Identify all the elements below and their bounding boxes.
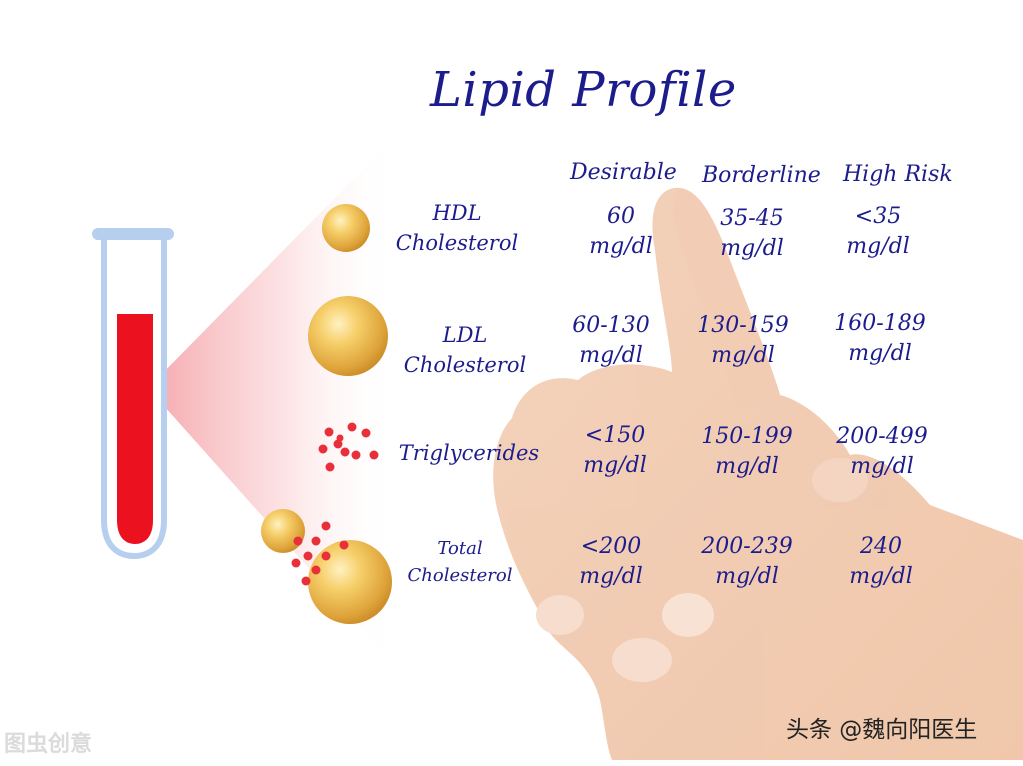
column-header-high-risk: High Risk bbox=[843, 162, 953, 187]
watermark-author: 头条 @魏向阳医生 bbox=[786, 717, 978, 743]
triglyceride-particles bbox=[318, 422, 379, 472]
watermark-stock: 图虫创意 bbox=[4, 732, 93, 757]
column-header-borderline: Borderline bbox=[702, 163, 821, 188]
page-title: Lipid Profile bbox=[430, 62, 737, 118]
row-label-triglycerides: Triglycerides bbox=[398, 441, 540, 465]
column-header-desirable: Desirable bbox=[570, 160, 677, 185]
hdl-particle bbox=[322, 204, 370, 252]
test-tube bbox=[92, 228, 174, 560]
ldl-particle bbox=[308, 296, 388, 376]
total-cholesterol-particles bbox=[261, 509, 392, 624]
light-beam bbox=[148, 140, 395, 665]
pointing-hand bbox=[493, 187, 1023, 761]
